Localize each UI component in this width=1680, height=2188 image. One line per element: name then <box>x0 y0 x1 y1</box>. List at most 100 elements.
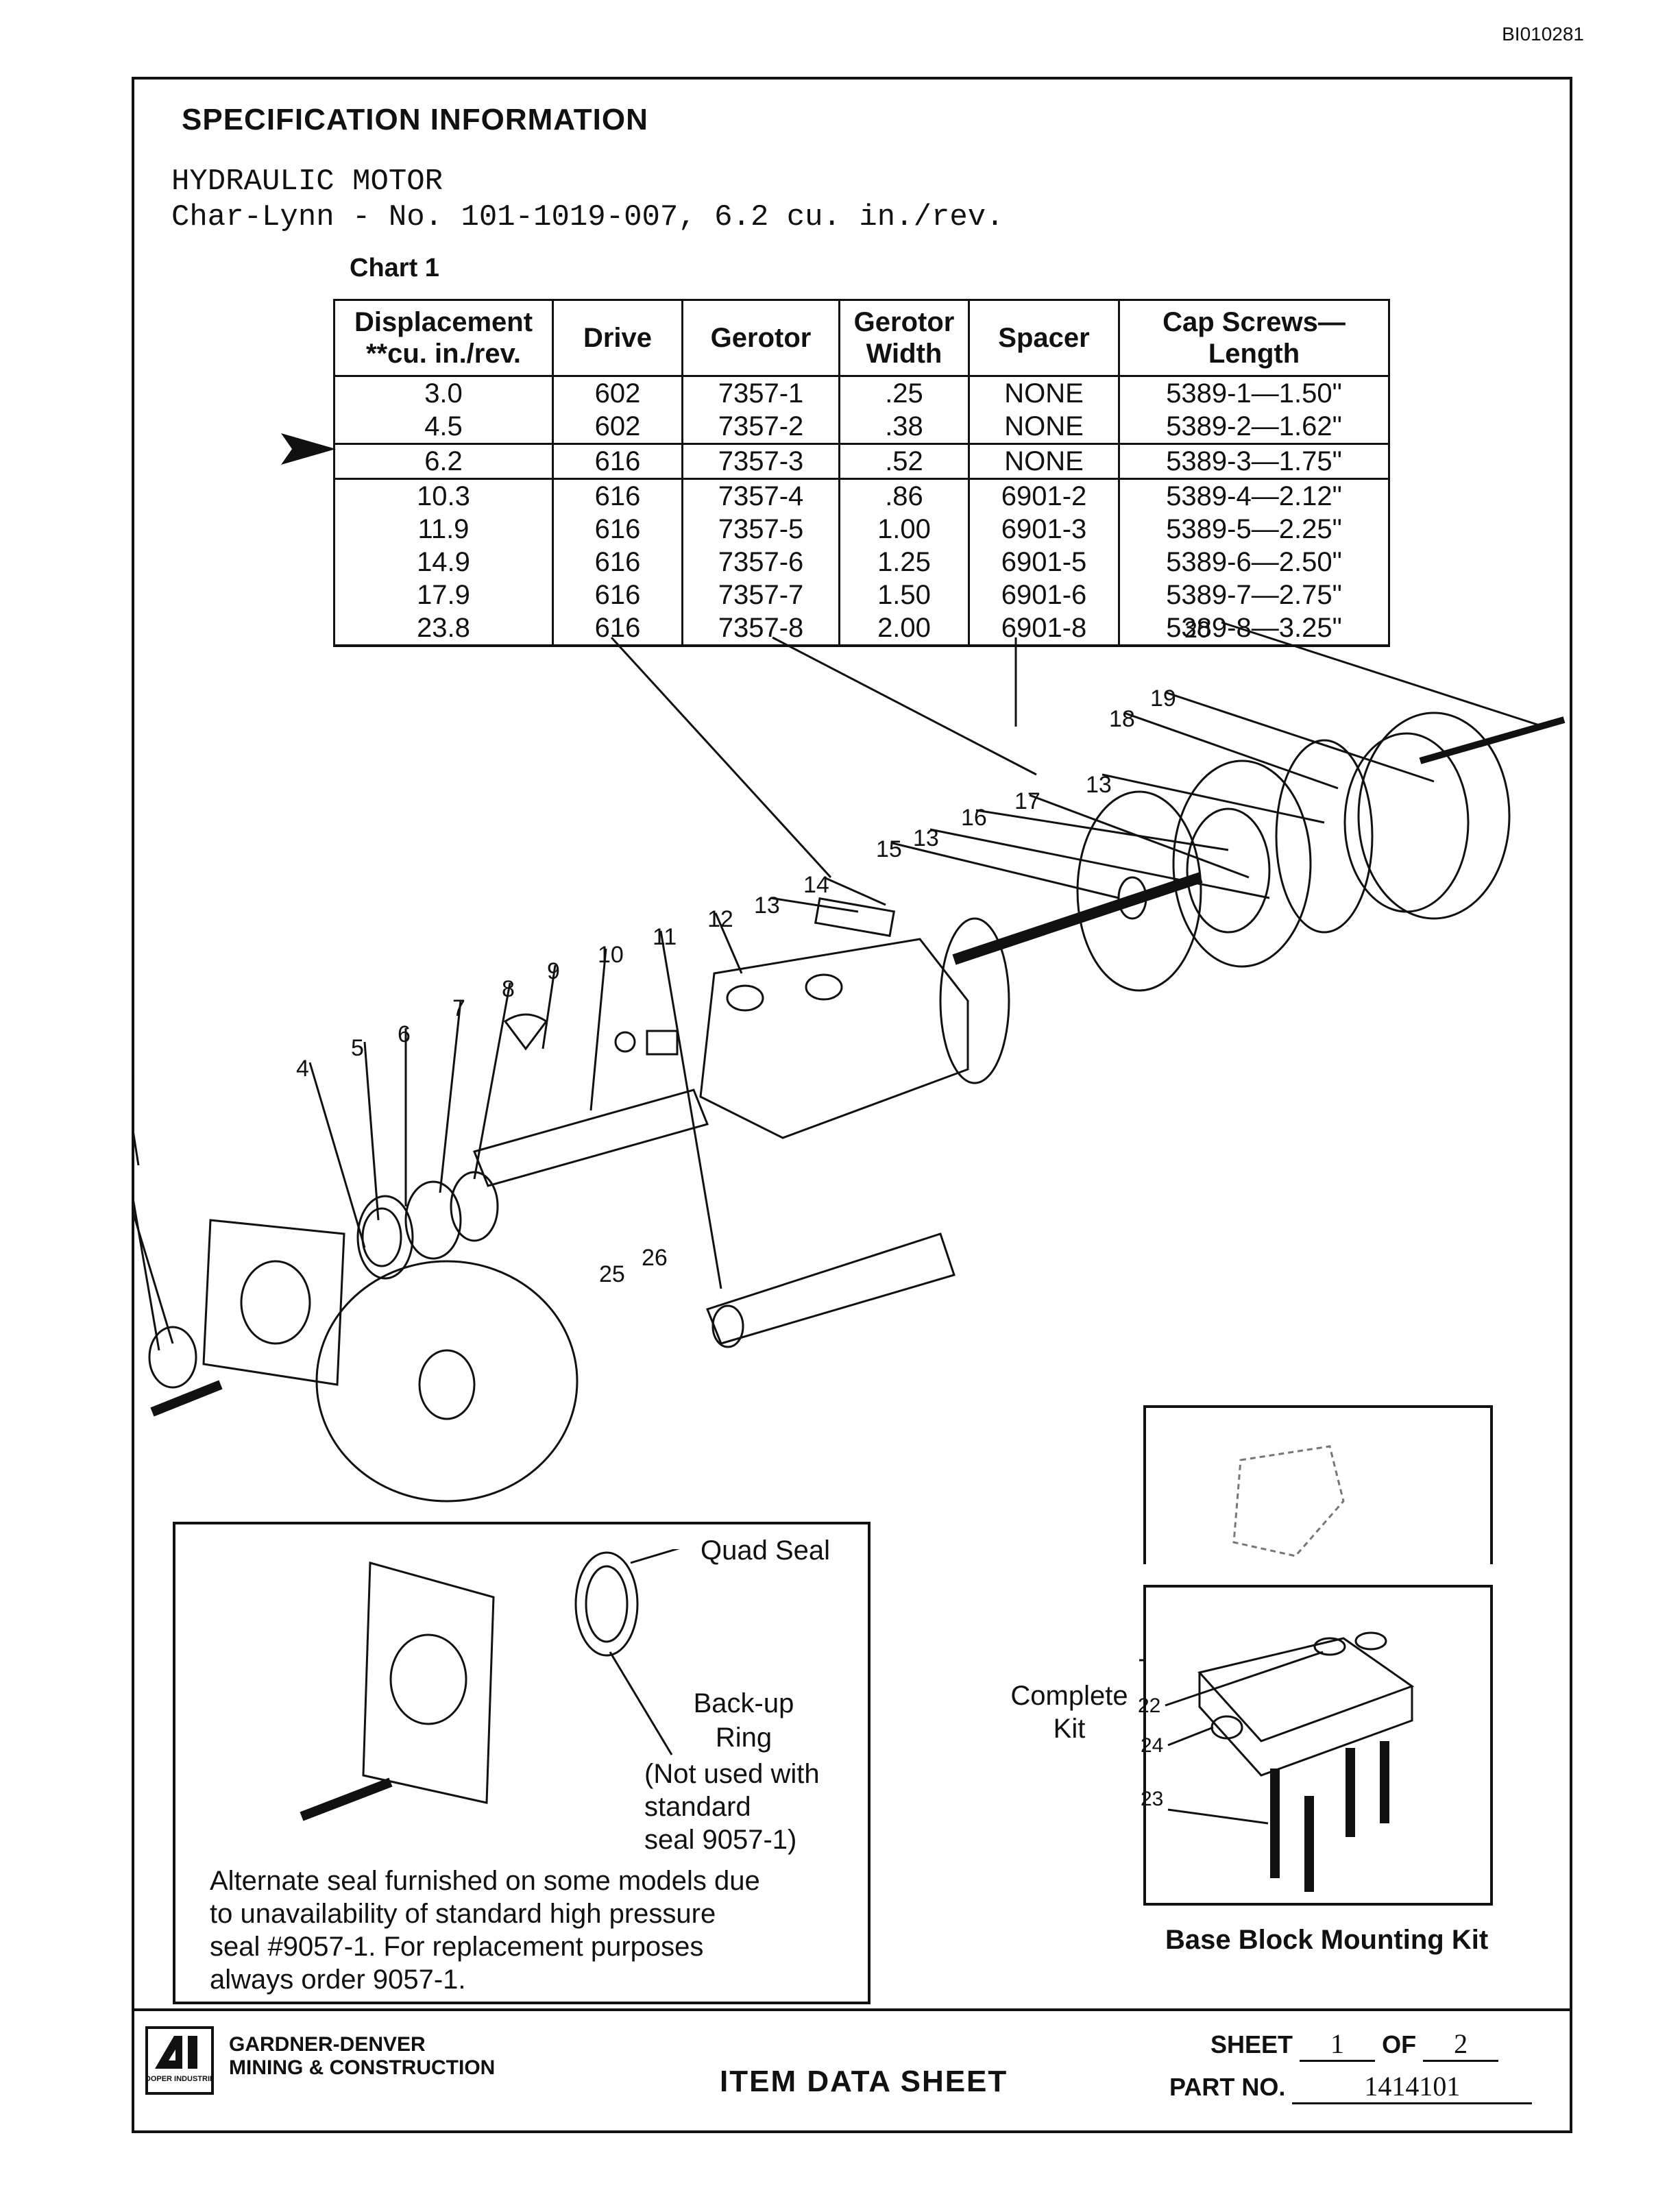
table-cell: 23.8 <box>333 611 554 647</box>
seal-5 <box>356 1195 414 1280</box>
table-cell: 6901-2 <box>968 478 1120 513</box>
complete-kit-line-1: Complete <box>1010 1681 1128 1711</box>
base-block-kit-box <box>1143 1585 1493 1906</box>
name-plate <box>814 897 896 938</box>
complete-kit-line-2: Kit <box>1053 1714 1086 1744</box>
table-cell: 3.0 <box>333 376 554 410</box>
leader-15 <box>892 842 1119 899</box>
kit-upper-frame <box>1143 1405 1493 1564</box>
leader-16 <box>975 809 1229 851</box>
leader-9 <box>541 964 557 1049</box>
of-label: OF <box>1382 2030 1417 2058</box>
kit-o-ring-1 <box>1313 1637 1346 1656</box>
chart-1-table: Displacement **cu. in./rev. Drive Geroto… <box>333 299 1390 647</box>
leader-12 <box>714 912 743 974</box>
o-ring-housing <box>939 917 1010 1084</box>
callout-26: 26 <box>642 1245 668 1271</box>
table-cell: 6901-8 <box>968 611 1120 647</box>
inset-flange <box>362 1561 495 1804</box>
gerotor-inner <box>1186 807 1271 934</box>
table-cell: 6901-6 <box>968 579 1120 611</box>
gerotor-set <box>1172 759 1312 968</box>
table-cell: NONE <box>968 410 1120 444</box>
alt-note-line-1: Alternate seal furnished on some models … <box>210 1866 760 1896</box>
document-id: BI010281 <box>1502 23 1584 45</box>
leader-4 <box>308 1062 366 1248</box>
table-cell: 6901-5 <box>968 546 1120 579</box>
table-cell: 14.9 <box>333 546 554 579</box>
company-line-1: GARDNER-DENVER <box>229 2033 426 2056</box>
callout-14: 14 <box>803 872 829 898</box>
chart-title: Chart 1 <box>350 254 439 282</box>
sheet-num-value: 1 <box>1300 2028 1376 2062</box>
logo-text: COOPER INDUSTRIES <box>145 2075 214 2083</box>
callout-22: 22 <box>1138 1694 1160 1717</box>
callout-6: 6 <box>398 1021 411 1047</box>
leader-17 <box>1029 794 1250 879</box>
port-2 <box>805 973 843 1001</box>
key-9 <box>503 1013 548 1051</box>
motor-subtitle: Char-Lynn - No. 101-1019-007, 6.2 cu. in… <box>171 200 1004 234</box>
table-cell: 7357-1 <box>681 376 840 410</box>
callout-13: 13 <box>913 825 939 851</box>
leader-drive-chart <box>772 636 1037 776</box>
table-cell: 7357-7 <box>681 579 840 611</box>
base-block-top <box>1197 1637 1415 1742</box>
callout-13: 13 <box>754 892 780 919</box>
leader-5 <box>363 1041 380 1221</box>
callout-10: 10 <box>598 942 624 968</box>
callout-12: 12 <box>707 906 733 932</box>
table-cell: .52 <box>838 443 970 480</box>
callout-9: 9 <box>547 958 560 984</box>
callout-13: 13 <box>1086 772 1112 798</box>
table-cell: 7357-6 <box>681 546 840 579</box>
table-cell: 616 <box>552 546 683 579</box>
base-block-sides <box>1198 1673 1413 1777</box>
retaining-ring-25 <box>614 1031 636 1053</box>
table-cell: 5389-5—2.25" <box>1118 513 1390 546</box>
port-1 <box>726 984 764 1012</box>
backup-note-line-2: standard <box>644 1792 751 1822</box>
callout-17: 17 <box>1014 788 1040 814</box>
part-no-value: 1414101 <box>1292 2070 1533 2104</box>
leader-2 <box>132 1204 174 1344</box>
table-cell: 602 <box>552 410 683 444</box>
col-header-displacement: Displacement **cu. in./rev. <box>333 299 554 377</box>
alternate-seal-inset <box>173 1522 871 2004</box>
leader-23 <box>1167 1808 1269 1825</box>
alt-shaft-end <box>711 1304 744 1348</box>
col-header-spacer: Spacer <box>968 299 1120 377</box>
table-cell: 1.50 <box>838 579 970 611</box>
table-cell: 4.5 <box>333 410 554 444</box>
table-cell: 5389-4—2.12" <box>1118 478 1390 513</box>
wear-plate <box>1076 790 1202 992</box>
cap-screw <box>1419 716 1566 764</box>
callout-15: 15 <box>876 836 902 862</box>
table-cell: .38 <box>838 410 970 444</box>
company-line-2: MINING & CONSTRUCTION <box>229 2056 496 2079</box>
col-header-cap-screws: Cap Screws—Length <box>1118 299 1390 377</box>
selected-row-arrow-icon <box>281 433 336 465</box>
leader-8 <box>473 982 511 1180</box>
cooper-logo-icon: COOPER INDUSTRIES <box>145 2026 214 2095</box>
kit-o-ring-2 <box>1354 1631 1387 1651</box>
leader-quad-seal <box>630 1549 680 1564</box>
inset-bolt <box>300 1777 393 1821</box>
alternate-seal-note: Alternate seal furnished on some models … <box>210 1864 840 1996</box>
alt-note-line-2: to unavailability of standard high press… <box>210 1899 716 1929</box>
leader-11 <box>659 930 722 1289</box>
leader-3 <box>132 1115 140 1166</box>
callout-20: 20 <box>1184 617 1210 643</box>
thrust-washer-7 <box>404 1180 462 1260</box>
end-cap <box>1357 712 1511 920</box>
inset-quad-seal <box>574 1551 639 1657</box>
table-cell: 7357-4 <box>681 478 840 513</box>
leader-gerotor-chart <box>610 636 832 879</box>
table-cell: 616 <box>552 443 683 480</box>
callout-19: 19 <box>1150 685 1176 712</box>
